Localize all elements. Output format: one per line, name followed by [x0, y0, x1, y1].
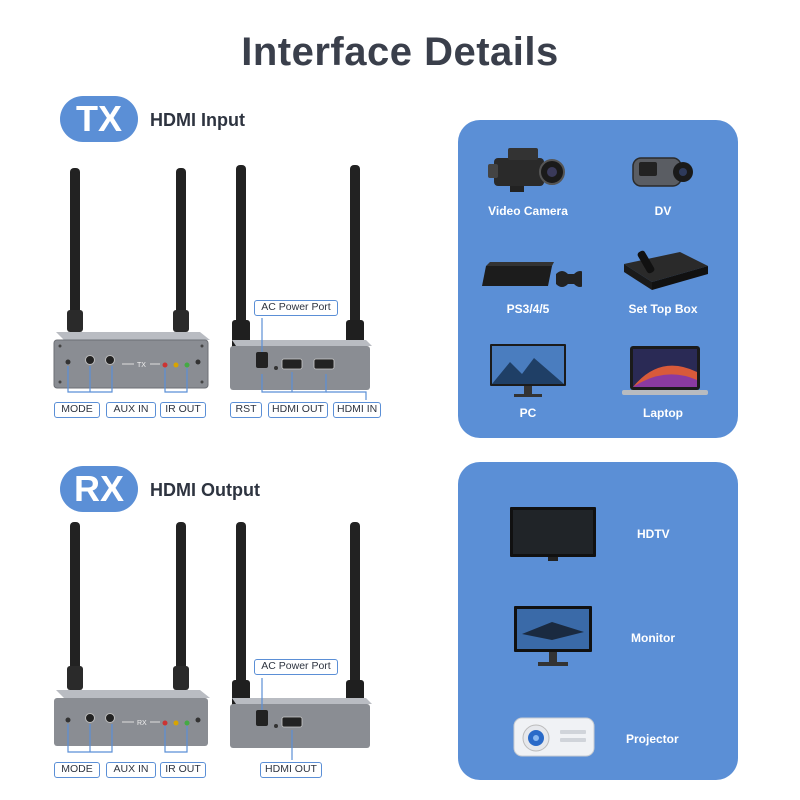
tv-icon [510, 507, 596, 561]
rx-tag-mode: MODE [54, 762, 100, 778]
tx-tag-hdmi-in: HDMI IN [333, 402, 381, 418]
device-label-ps: PS3/4/5 [506, 302, 550, 316]
camcorder-icon [632, 157, 693, 187]
monitor-icon [514, 606, 592, 666]
rx-tag-ac-power: AC Power Port [254, 659, 338, 675]
antenna-right [350, 165, 360, 327]
antenna-left [236, 522, 246, 687]
antenna-left [70, 168, 80, 318]
rx-back-unit [230, 522, 372, 760]
projector-icon [513, 717, 595, 757]
rx-tag-ir-out: IR OUT [160, 762, 206, 778]
tx-tag-hdmi-out: HDMI OUT [268, 402, 328, 418]
device-label-video-camera: Video Camera [488, 204, 568, 218]
device-label-projector: Projector [626, 732, 679, 746]
video-camera-icon [488, 148, 565, 192]
tx-badge: TX [60, 96, 138, 142]
tx-front-unit: TX [53, 168, 210, 393]
tx-subtitle: HDMI Input [150, 110, 245, 130]
rx-subtitle: HDMI Output [150, 480, 260, 500]
tx-back-unit [230, 165, 372, 400]
tx-tag-mode: MODE [54, 402, 100, 418]
output-devices-panel [458, 462, 738, 780]
antenna-right [350, 522, 360, 687]
set-top-box-icon [624, 250, 708, 290]
device-label-hdtv: HDTV [637, 527, 670, 541]
laptop-icon [622, 346, 708, 395]
device-label-set-top-box: Set Top Box [628, 302, 698, 316]
device-label-pc: PC [519, 406, 537, 420]
device-label-monitor: Monitor [631, 631, 675, 645]
rx-badge: RX [60, 466, 138, 512]
game-console-icon [482, 262, 582, 287]
device-label-dv: DV [654, 204, 672, 218]
rx-front-unit: RX [54, 522, 210, 753]
antenna-right [176, 168, 186, 318]
page-title: Interface Details [241, 30, 559, 74]
pc-monitor-icon [490, 344, 566, 397]
antenna-left [70, 522, 80, 672]
tx-tag-ac-power: AC Power Port [254, 300, 338, 316]
device-label-laptop: Laptop [643, 406, 683, 420]
antenna-right [176, 522, 186, 672]
tx-tag-rst: RST [230, 402, 262, 418]
rx-front-panel-label: RX [137, 720, 147, 727]
antenna-left [236, 165, 246, 327]
tx-tag-ir-out: IR OUT [160, 402, 206, 418]
rx-tag-aux-in: AUX IN [106, 762, 156, 778]
tx-tag-aux-in: AUX IN [106, 402, 156, 418]
tx-front-panel-label: TX [137, 362, 146, 369]
rx-tag-hdmi-out: HDMI OUT [260, 762, 322, 778]
